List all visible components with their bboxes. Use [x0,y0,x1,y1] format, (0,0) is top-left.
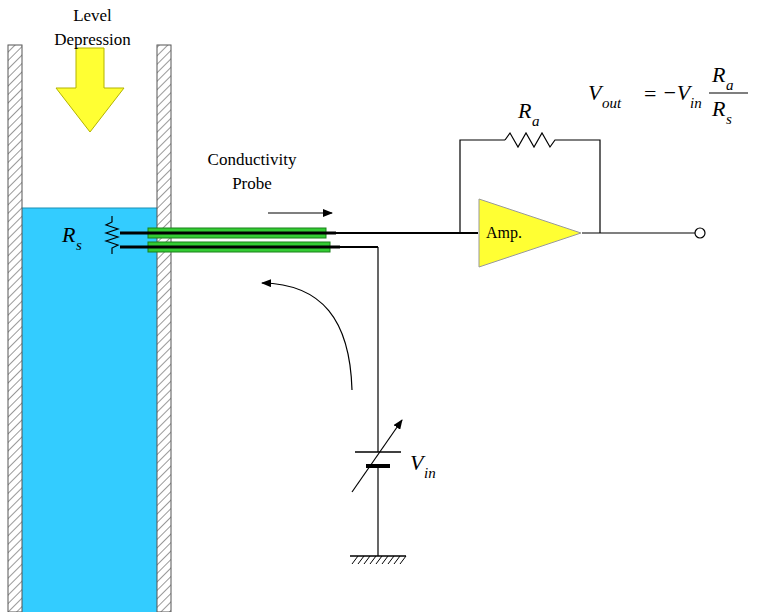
formula-symbol: R [712,98,725,120]
resistor-label: R [62,224,75,246]
tube-wall [157,45,171,612]
formula-symbol: −V [662,82,690,104]
wire [377,466,378,556]
formula-symbol: V [588,82,601,104]
water [22,208,157,612]
subscript: a [726,78,734,93]
probe-label: Conductivity Probe [198,148,306,196]
curved-arrow [262,283,352,390]
subscript: s [76,238,82,253]
title-label: Level Depression [45,4,140,52]
subscript: in [424,466,436,481]
wire [377,247,378,452]
subscript: s [726,112,732,127]
wire [120,232,478,234]
leader-arrow [268,212,332,213]
resistor-symbol [106,216,118,254]
formula-symbol: = [644,83,656,105]
ground-symbol [350,555,406,557]
resistor-label: R [518,100,531,122]
amplifier-label: Amp. [486,225,522,241]
battery-symbol [355,451,401,453]
subscript: in [690,96,702,111]
wire [120,246,378,248]
subscript: a [532,114,540,129]
source-label: V [410,452,423,474]
tube-wall [8,45,22,612]
wire [582,232,695,233]
variable-arrow [352,420,402,492]
output-terminal [695,228,705,238]
level-arrow [56,48,124,132]
formula-symbol: R [712,64,725,86]
ground-symbol [352,556,406,564]
amplifier-triangle: Amp. [478,198,582,268]
subscript: out [602,96,621,111]
